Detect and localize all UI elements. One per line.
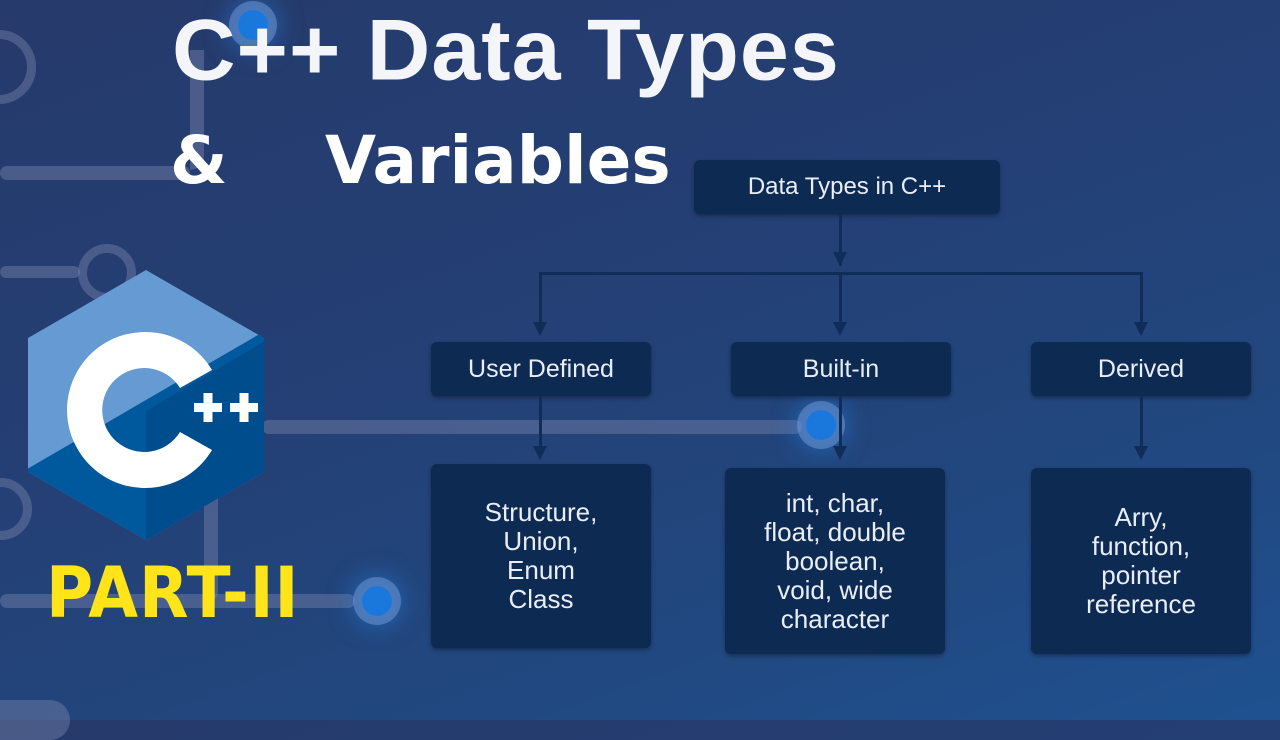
glow-dot — [362, 586, 392, 616]
cpp-logo-icon — [22, 266, 270, 542]
page-title: C++ Data Types — [172, 0, 840, 99]
circuit-trace — [190, 50, 204, 170]
diagram-root-label: Data Types in C++ — [747, 173, 947, 200]
category-node-built-in: Built-in — [731, 342, 951, 396]
category-label: Derived — [1097, 354, 1185, 383]
leaf-item: pointer — [1101, 560, 1181, 590]
category-node-derived: Derived — [1031, 342, 1251, 396]
circuit-trace — [0, 266, 80, 278]
title-ampersand: & — [170, 122, 228, 199]
arrow-down-icon — [533, 446, 547, 460]
leaf-item: Class — [508, 584, 574, 614]
category-label: User Defined — [468, 354, 614, 383]
category-node-user-defined: User Defined — [431, 342, 651, 396]
category-label: Built-in — [802, 354, 880, 383]
connector-line — [839, 396, 842, 448]
arrow-down-icon — [1134, 322, 1148, 336]
arrow-down-icon — [833, 446, 847, 460]
leaf-item: float, double — [764, 516, 906, 547]
part-label: PART-II — [46, 552, 300, 634]
leaf-item: function, — [1091, 531, 1191, 561]
circuit-ring — [0, 478, 32, 540]
circuit-trace — [0, 594, 355, 608]
connector-line — [539, 272, 542, 326]
leaf-item: Enum — [507, 555, 575, 585]
leaf-item: reference — [1086, 589, 1196, 619]
connector-line — [539, 396, 542, 448]
glow-dot — [806, 410, 836, 440]
circuit-ring — [0, 30, 36, 104]
title-subtitle: Variables — [325, 122, 671, 199]
arrow-down-icon — [833, 322, 847, 336]
leaf-node-built-in: int, char, float, double boolean, void, … — [725, 468, 945, 654]
leaf-item: int, char, — [785, 487, 885, 518]
connector-line — [1140, 272, 1143, 326]
leaf-item: character — [780, 603, 890, 634]
connector-line — [839, 272, 842, 326]
leaf-item: Union, — [503, 526, 579, 556]
leaf-item: void, wide — [777, 574, 893, 605]
leaf-item: boolean, — [785, 545, 885, 576]
connector-line — [1140, 396, 1143, 448]
leaf-item: Arry, — [1114, 502, 1168, 532]
arrow-down-icon — [533, 322, 547, 336]
arrow-down-icon — [833, 252, 847, 266]
circuit-trace — [204, 480, 218, 600]
circuit-trace — [0, 166, 190, 180]
arrow-down-icon — [1134, 446, 1148, 460]
diagram-root-node: Data Types in C++ — [694, 160, 1000, 214]
connector-line — [839, 214, 842, 266]
leaf-node-user-defined: Structure, Union, Enum Class — [431, 464, 651, 648]
leaf-item: Structure, — [484, 497, 598, 527]
circuit-trace — [0, 700, 70, 740]
leaf-node-derived: Arry, function, pointer reference — [1031, 468, 1251, 654]
glow-dot — [238, 10, 268, 40]
circuit-trace — [262, 420, 802, 434]
